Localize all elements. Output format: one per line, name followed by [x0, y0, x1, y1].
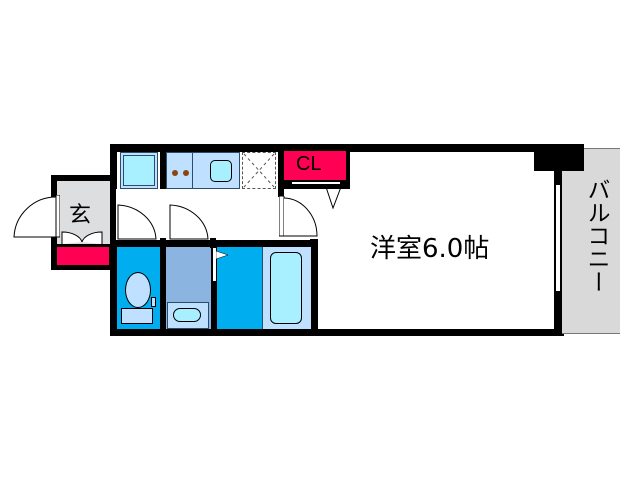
closet-label-2: CL	[296, 153, 322, 175]
bathtub	[270, 252, 302, 324]
wall-door-post	[210, 238, 216, 248]
wall-door-post	[160, 238, 166, 248]
stove-burner-icon	[172, 170, 178, 176]
balcony-label: バルコニー	[583, 178, 609, 293]
balcony-pillar	[554, 144, 584, 171]
counter-divider	[192, 152, 193, 189]
toilet-bowl	[125, 272, 151, 308]
wall-fridge-divider	[160, 152, 166, 189]
room-door-icon-2	[279, 196, 318, 237]
bathroom-door-flag-icon	[216, 250, 229, 260]
toilet-tank	[121, 308, 153, 324]
closet-door-arrow-icon-2	[325, 186, 342, 210]
washroom-door-icon	[169, 204, 209, 240]
western-room	[318, 152, 554, 329]
balcony	[562, 148, 620, 334]
western-room-label: 洋室6.0帖	[370, 234, 490, 264]
shoe-box-fill	[57, 247, 109, 265]
sink	[210, 160, 232, 182]
balcony-window	[555, 184, 561, 292]
toilet-paper	[151, 297, 156, 307]
entrance-door-icon	[13, 195, 60, 238]
washing-machine-x-icon	[243, 153, 275, 188]
stove-burner-icon	[183, 170, 189, 176]
wall-corridor-left	[110, 186, 116, 246]
shoe-closet-door-icon	[61, 231, 103, 244]
wall-room-left	[278, 185, 284, 197]
wall-left-corridor	[110, 144, 117, 189]
refrigerator-inner	[123, 155, 155, 186]
toilet-door-icon	[117, 204, 157, 240]
closet-door-2	[291, 181, 341, 185]
wash-basin	[173, 308, 201, 322]
washing-machine-space	[242, 152, 276, 189]
entrance-label: 玄	[69, 203, 92, 228]
closet-fill-2	[284, 151, 346, 180]
